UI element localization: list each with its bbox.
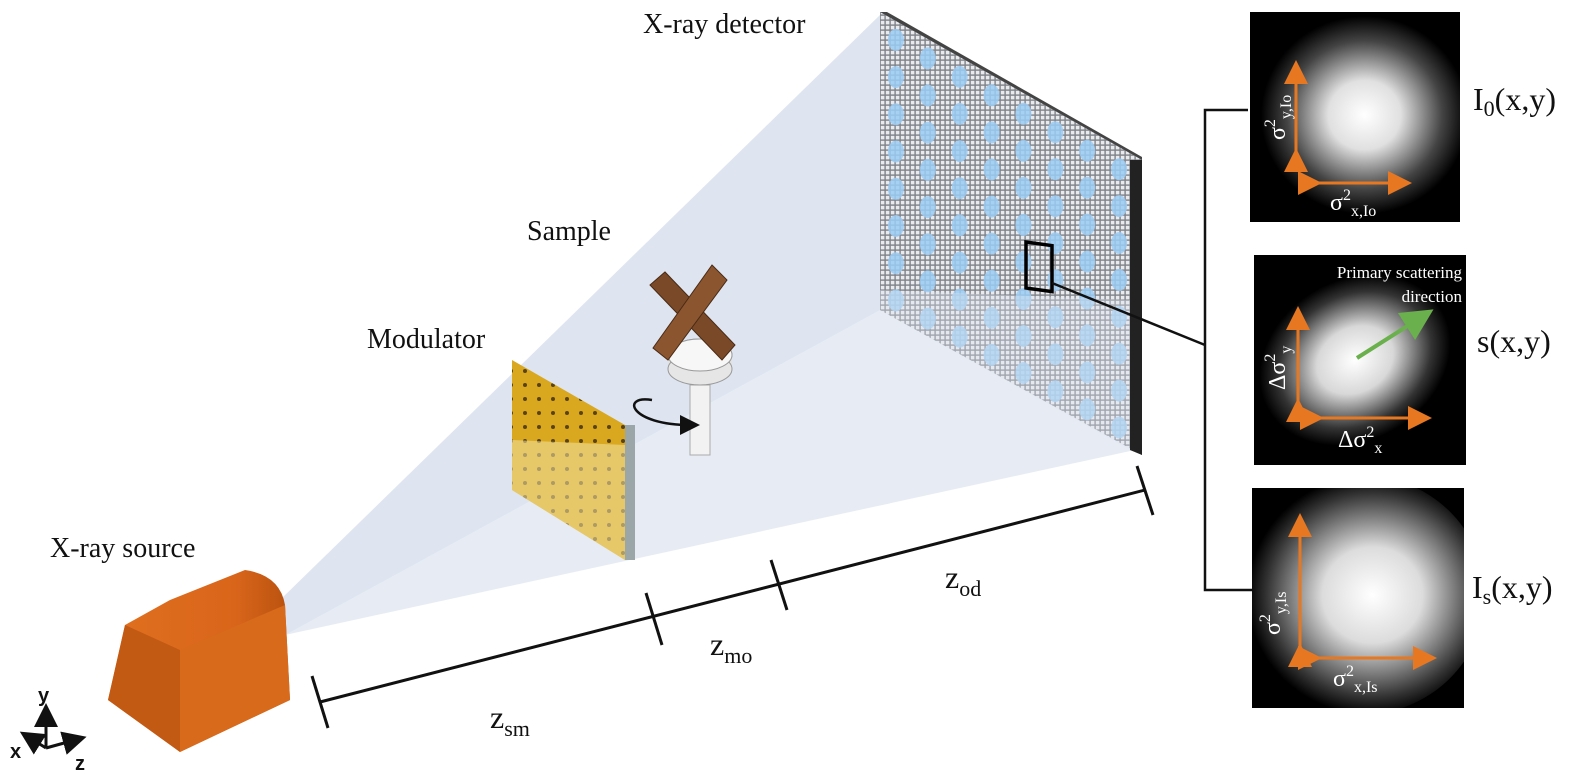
detector-spot: [1015, 325, 1032, 347]
detector-spot: [951, 325, 968, 348]
detector-spot: [919, 307, 936, 330]
detector-spot: [919, 196, 936, 219]
detector-spot: [951, 177, 968, 200]
detector-spot: [951, 251, 968, 274]
detector-spot: [919, 84, 936, 107]
detector-spot: [1015, 213, 1032, 236]
distance-ruler: [310, 465, 1155, 729]
label-z-mo: zmo: [710, 626, 752, 668]
detector-spot: [951, 214, 968, 237]
axis-label-z: z: [75, 753, 85, 775]
detector-spot: [887, 28, 904, 51]
panel-s-annotation-line2: direction: [1402, 287, 1463, 306]
detector-spot: [951, 288, 968, 311]
detector-spot: [983, 84, 1000, 107]
panel-is-vertical-label: σ2y,Is: [1257, 592, 1290, 635]
detector-spot: [983, 269, 1000, 292]
detector-spot: [887, 252, 904, 275]
panel-is-label: Is(x,y): [1472, 569, 1553, 609]
xray-source: [108, 570, 290, 752]
panel-is: σ2y,Is σ2x,Is: [1252, 488, 1464, 708]
panel-s-annotation-line1: Primary scattering: [1337, 263, 1463, 282]
detector-spots: [887, 28, 1128, 439]
label-z-sm: zsm: [490, 699, 530, 741]
detector-spot: [887, 215, 904, 237]
detector-spot: [951, 102, 968, 125]
detector-spot: [1047, 343, 1064, 366]
detector-spot: [1015, 102, 1032, 125]
detector-spot: [887, 289, 904, 312]
detector-spot: [919, 47, 936, 70]
detector-spot: [983, 121, 1000, 144]
detector-spot: [1111, 342, 1128, 365]
panel-is-horizontal-label: σ2x,Is: [1333, 663, 1378, 696]
panel-i0-vertical-label: σ2y,Io: [1262, 95, 1295, 140]
panel-s-label: s(x,y): [1477, 323, 1551, 359]
detector-spot: [919, 270, 936, 293]
axis-label-x: x: [10, 741, 21, 763]
detector-spot: [1079, 176, 1096, 199]
detector-spot: [1111, 379, 1128, 402]
detector-spot: [983, 306, 1000, 329]
detector-spot: [1047, 380, 1064, 403]
detector-spot: [1015, 176, 1032, 199]
panel-s-vertical-label: Δσ2y: [1262, 346, 1295, 390]
detector-spot: [1111, 158, 1128, 181]
detector-spot: [1015, 250, 1032, 273]
detector-spot: [983, 195, 1000, 218]
detector-spot: [983, 158, 1000, 181]
panel-i0-label: I0(x,y): [1473, 81, 1556, 121]
detector-spot: [887, 103, 904, 126]
detector-spot: [1047, 306, 1064, 329]
label-sample: Sample: [527, 216, 611, 247]
label-xray-source: X-ray source: [50, 533, 195, 564]
detector-spot: [983, 232, 1000, 255]
detector-spot: [1079, 139, 1096, 162]
detector-spot: [1047, 121, 1064, 144]
panel-i0-horizontal-label: σ2x,Io: [1330, 187, 1376, 220]
detector-spot: [1079, 250, 1096, 273]
detector-spot: [1015, 288, 1032, 310]
detector-spot: [1047, 158, 1064, 181]
detector-spot: [951, 140, 968, 163]
label-z-od: zod: [945, 559, 981, 601]
detector-spot: [919, 121, 936, 144]
coordinate-axes: [19, 703, 87, 755]
detector-spot: [1015, 362, 1032, 384]
label-modulator: Modulator: [367, 324, 486, 355]
detector-spot: [1079, 324, 1096, 347]
detector-spot: [1047, 195, 1064, 218]
xray-detector: [880, 12, 1142, 455]
detector-spot: [887, 177, 904, 200]
detector-spot: [1111, 232, 1128, 254]
detector-spot: [1079, 213, 1096, 236]
sample: [633, 264, 736, 456]
detector-spot: [887, 140, 904, 163]
panel-s-horizontal-label: Δσ2x: [1338, 424, 1382, 457]
detector-spot: [983, 343, 1000, 366]
detector-spot: [1111, 416, 1128, 439]
detector-spot: [919, 158, 936, 181]
modulator: [512, 360, 635, 560]
detector-spot: [919, 233, 936, 256]
detector-spot: [1111, 195, 1128, 218]
detector-spot: [887, 66, 904, 89]
panel-connector: [1051, 108, 1252, 592]
detector-spot: [1047, 232, 1064, 255]
detector-spot: [1079, 398, 1096, 421]
axis-label-y: y: [38, 685, 50, 707]
label-xray-detector: X-ray detector: [643, 9, 806, 40]
detector-spot: [1079, 361, 1096, 384]
detector-spot: [951, 65, 968, 88]
panel-i0: σ2y,Io σ2x,Io: [1250, 12, 1460, 222]
detector-spot: [1015, 139, 1032, 162]
panel-s: Primary scattering direction Δσ2y Δσ2x: [1254, 255, 1466, 465]
detector-spot: [1111, 268, 1128, 291]
detector-region-of-interest: [1024, 240, 1054, 294]
